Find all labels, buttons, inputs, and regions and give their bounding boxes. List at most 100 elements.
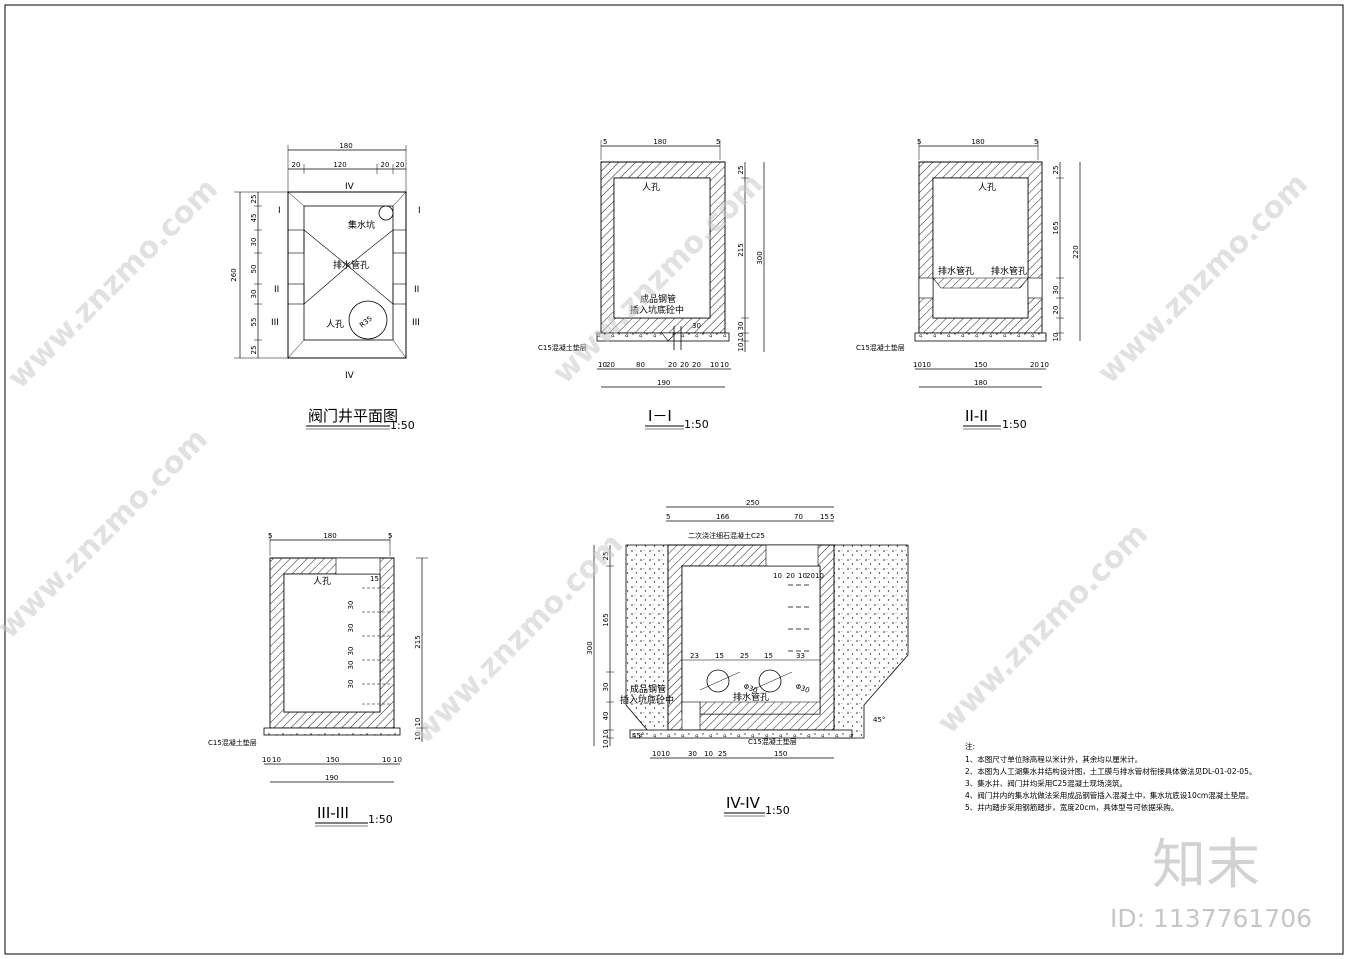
s1-right-dim: 25 — [737, 166, 745, 175]
plan-left-dim: 55 — [250, 318, 258, 327]
watermark-site: www.znzmo.com — [1091, 167, 1315, 391]
plan-top-dim: 120 — [333, 161, 346, 169]
watermark-site: www.znzmo.com — [0, 422, 215, 646]
s4-left-dim: 40 — [602, 712, 610, 721]
s4-top-dim: 70 — [794, 513, 803, 521]
s1-label-insert: 插入坑底砼中 — [630, 304, 684, 316]
s3-step-dim: 30 — [347, 661, 355, 670]
watermark-site: www.znzmo.com — [931, 517, 1155, 741]
s4-top-total: 250 — [746, 499, 759, 507]
s1-right-dim: 10 — [737, 343, 745, 352]
plan-sec-mark: III — [271, 318, 279, 328]
plan-manhole-circle — [348, 300, 388, 340]
s2-bottom-dim: 20 — [1030, 361, 1039, 369]
s4-cushion — [629, 729, 853, 739]
s3-title: III-III — [317, 804, 349, 822]
s4-top-dim: 15 — [820, 513, 829, 521]
s3-bottom-dim: 10 — [262, 756, 271, 764]
s3-bottom-dim: 10 — [382, 756, 391, 764]
s4-bottom-dim: 10 — [652, 750, 661, 758]
s4-top-inner: 10 — [798, 572, 807, 580]
sheet-border — [4, 4, 1344, 955]
s3-label-cushion: C15混凝土垫层 — [208, 738, 257, 747]
s4-backfill-right — [833, 544, 909, 739]
s4-top-dim: 5 — [666, 513, 670, 521]
s2-top-edge: 5 — [917, 138, 921, 146]
watermark-id: ID: 1137761706 — [1110, 904, 1312, 933]
plan-top-dim: 20 — [381, 161, 390, 169]
plan-label-sump: 集水坑 — [348, 219, 375, 231]
s1-label-cushion: C15混凝土垫层 — [538, 343, 587, 352]
s3-step-dim: 30 — [347, 647, 355, 656]
s4-pipe-dim: 33 — [796, 652, 805, 660]
s3-right-dim: 10 — [414, 718, 422, 727]
s2-label-manhole: 人孔 — [978, 182, 996, 193]
s1-title: I－I — [648, 407, 672, 425]
s2-bottom-dim: 10 — [1040, 361, 1049, 369]
s3-step-dim: 30 — [347, 624, 355, 633]
s1-right-dim: 215 — [737, 243, 745, 256]
s1-bottom-total: 190 — [657, 379, 670, 387]
s2-bottom-total: 180 — [974, 379, 987, 387]
s4-backfill-left — [625, 544, 669, 739]
section-3: 180 5 5 30 30 30 30 30 人孔 15 C15混凝土垫层 21… — [208, 532, 428, 827]
s1-label-manhole: 人孔 — [642, 182, 660, 193]
plan-left-dim: 30 — [250, 290, 258, 299]
s1-bottom-dim: 80 — [636, 361, 645, 369]
plan-view: 180 20 120 20 20 260 25 45 30 50 30 55 2… — [230, 142, 421, 432]
notes-heading: 注: — [965, 741, 975, 751]
s4-top-dim: 5 — [830, 513, 834, 521]
s3-top-total: 180 — [323, 532, 336, 540]
s1-bottom-dim: 10 — [598, 361, 607, 369]
s3-top-edge: 5 — [268, 532, 272, 540]
s2-right-dim: 165 — [1052, 221, 1060, 234]
s4-top-inner: 20 — [786, 572, 795, 580]
s1-top-total: 180 — [653, 138, 666, 146]
s1-bottom-dim: 20 — [606, 361, 615, 369]
s2-right-total: 220 — [1072, 245, 1080, 258]
plan-top-dim: 20 — [396, 161, 405, 169]
s2-top-total: 180 — [971, 138, 984, 146]
notes-item: 5、井内踏步采用钢筋踏步，宽度20cm，具体型号可依据采购。 — [965, 802, 1178, 812]
plan-left-dim: 25 — [250, 195, 258, 204]
s1-bottom-dim: 10 — [720, 361, 729, 369]
s4-top-dim: 166 — [716, 513, 730, 521]
plan-sec-mark: II — [414, 285, 419, 295]
plan-sec-mark: I — [278, 206, 281, 216]
s4-title: IV-IV — [726, 794, 761, 812]
watermark-logo: 知末 — [1152, 833, 1260, 896]
s4-top-inner: 20 — [806, 572, 815, 580]
notes-item: 4、阀门井内的集水坑做法采用成品钢管插入混凝土中，集水坑底设10cm混凝土垫层。 — [965, 790, 1253, 800]
s1-label-pipe: 成品钢管 — [640, 293, 676, 305]
s3-bottom-dim: 10 — [272, 756, 281, 764]
plan-sec-mark: I — [418, 206, 421, 216]
s2-cushion — [914, 332, 1047, 342]
s1-bottom-dim: 10 — [710, 361, 719, 369]
notes-block: 注: 1、本图尺寸单位除高程以米计外，其余均以厘米计。 2、本图为人工湖集水井结… — [965, 741, 1256, 812]
s2-title: II-II — [965, 407, 988, 425]
plan-top-total: 180 — [339, 142, 352, 150]
s4-bottom-dim: 10 — [661, 750, 670, 758]
s2-scale: 1:50 — [1002, 418, 1027, 431]
s2-label-cushion: C15混凝土垫层 — [856, 343, 905, 352]
s4-label-insert: 插入坑底砼中 — [620, 694, 674, 706]
s4-label-pipe: 成品钢管 — [630, 683, 666, 695]
s4-label-cushion: C15混凝土垫层 — [748, 737, 797, 746]
plan-left-dim: 30 — [250, 238, 258, 247]
s2-bottom-dim: 10 — [922, 361, 931, 369]
s4-left-dim: 165 — [602, 613, 610, 626]
plan-left-total: 260 — [230, 268, 238, 281]
s1-bottom-dim: 20 — [680, 361, 689, 369]
s3-right-total: 215 — [414, 635, 422, 648]
s4-label-angle-left: 45° — [632, 732, 644, 740]
s2-right-dim: 30 — [1052, 286, 1060, 295]
s3-label-15: 15 — [370, 575, 379, 583]
s2-top-edge: 5 — [1034, 138, 1038, 146]
section-1: 180 5 5 人孔 成品钢管 插入坑底砼中 30 C15混凝土垫层 25 21… — [538, 138, 765, 431]
s4-top-inner: 10 — [773, 572, 782, 580]
s3-bottom-dim: 150 — [326, 756, 339, 764]
plan-sec-mark: II — [274, 285, 279, 295]
s2-label-drain: 排水管孔 — [991, 265, 1027, 277]
s4-scale: 1:50 — [765, 804, 790, 817]
